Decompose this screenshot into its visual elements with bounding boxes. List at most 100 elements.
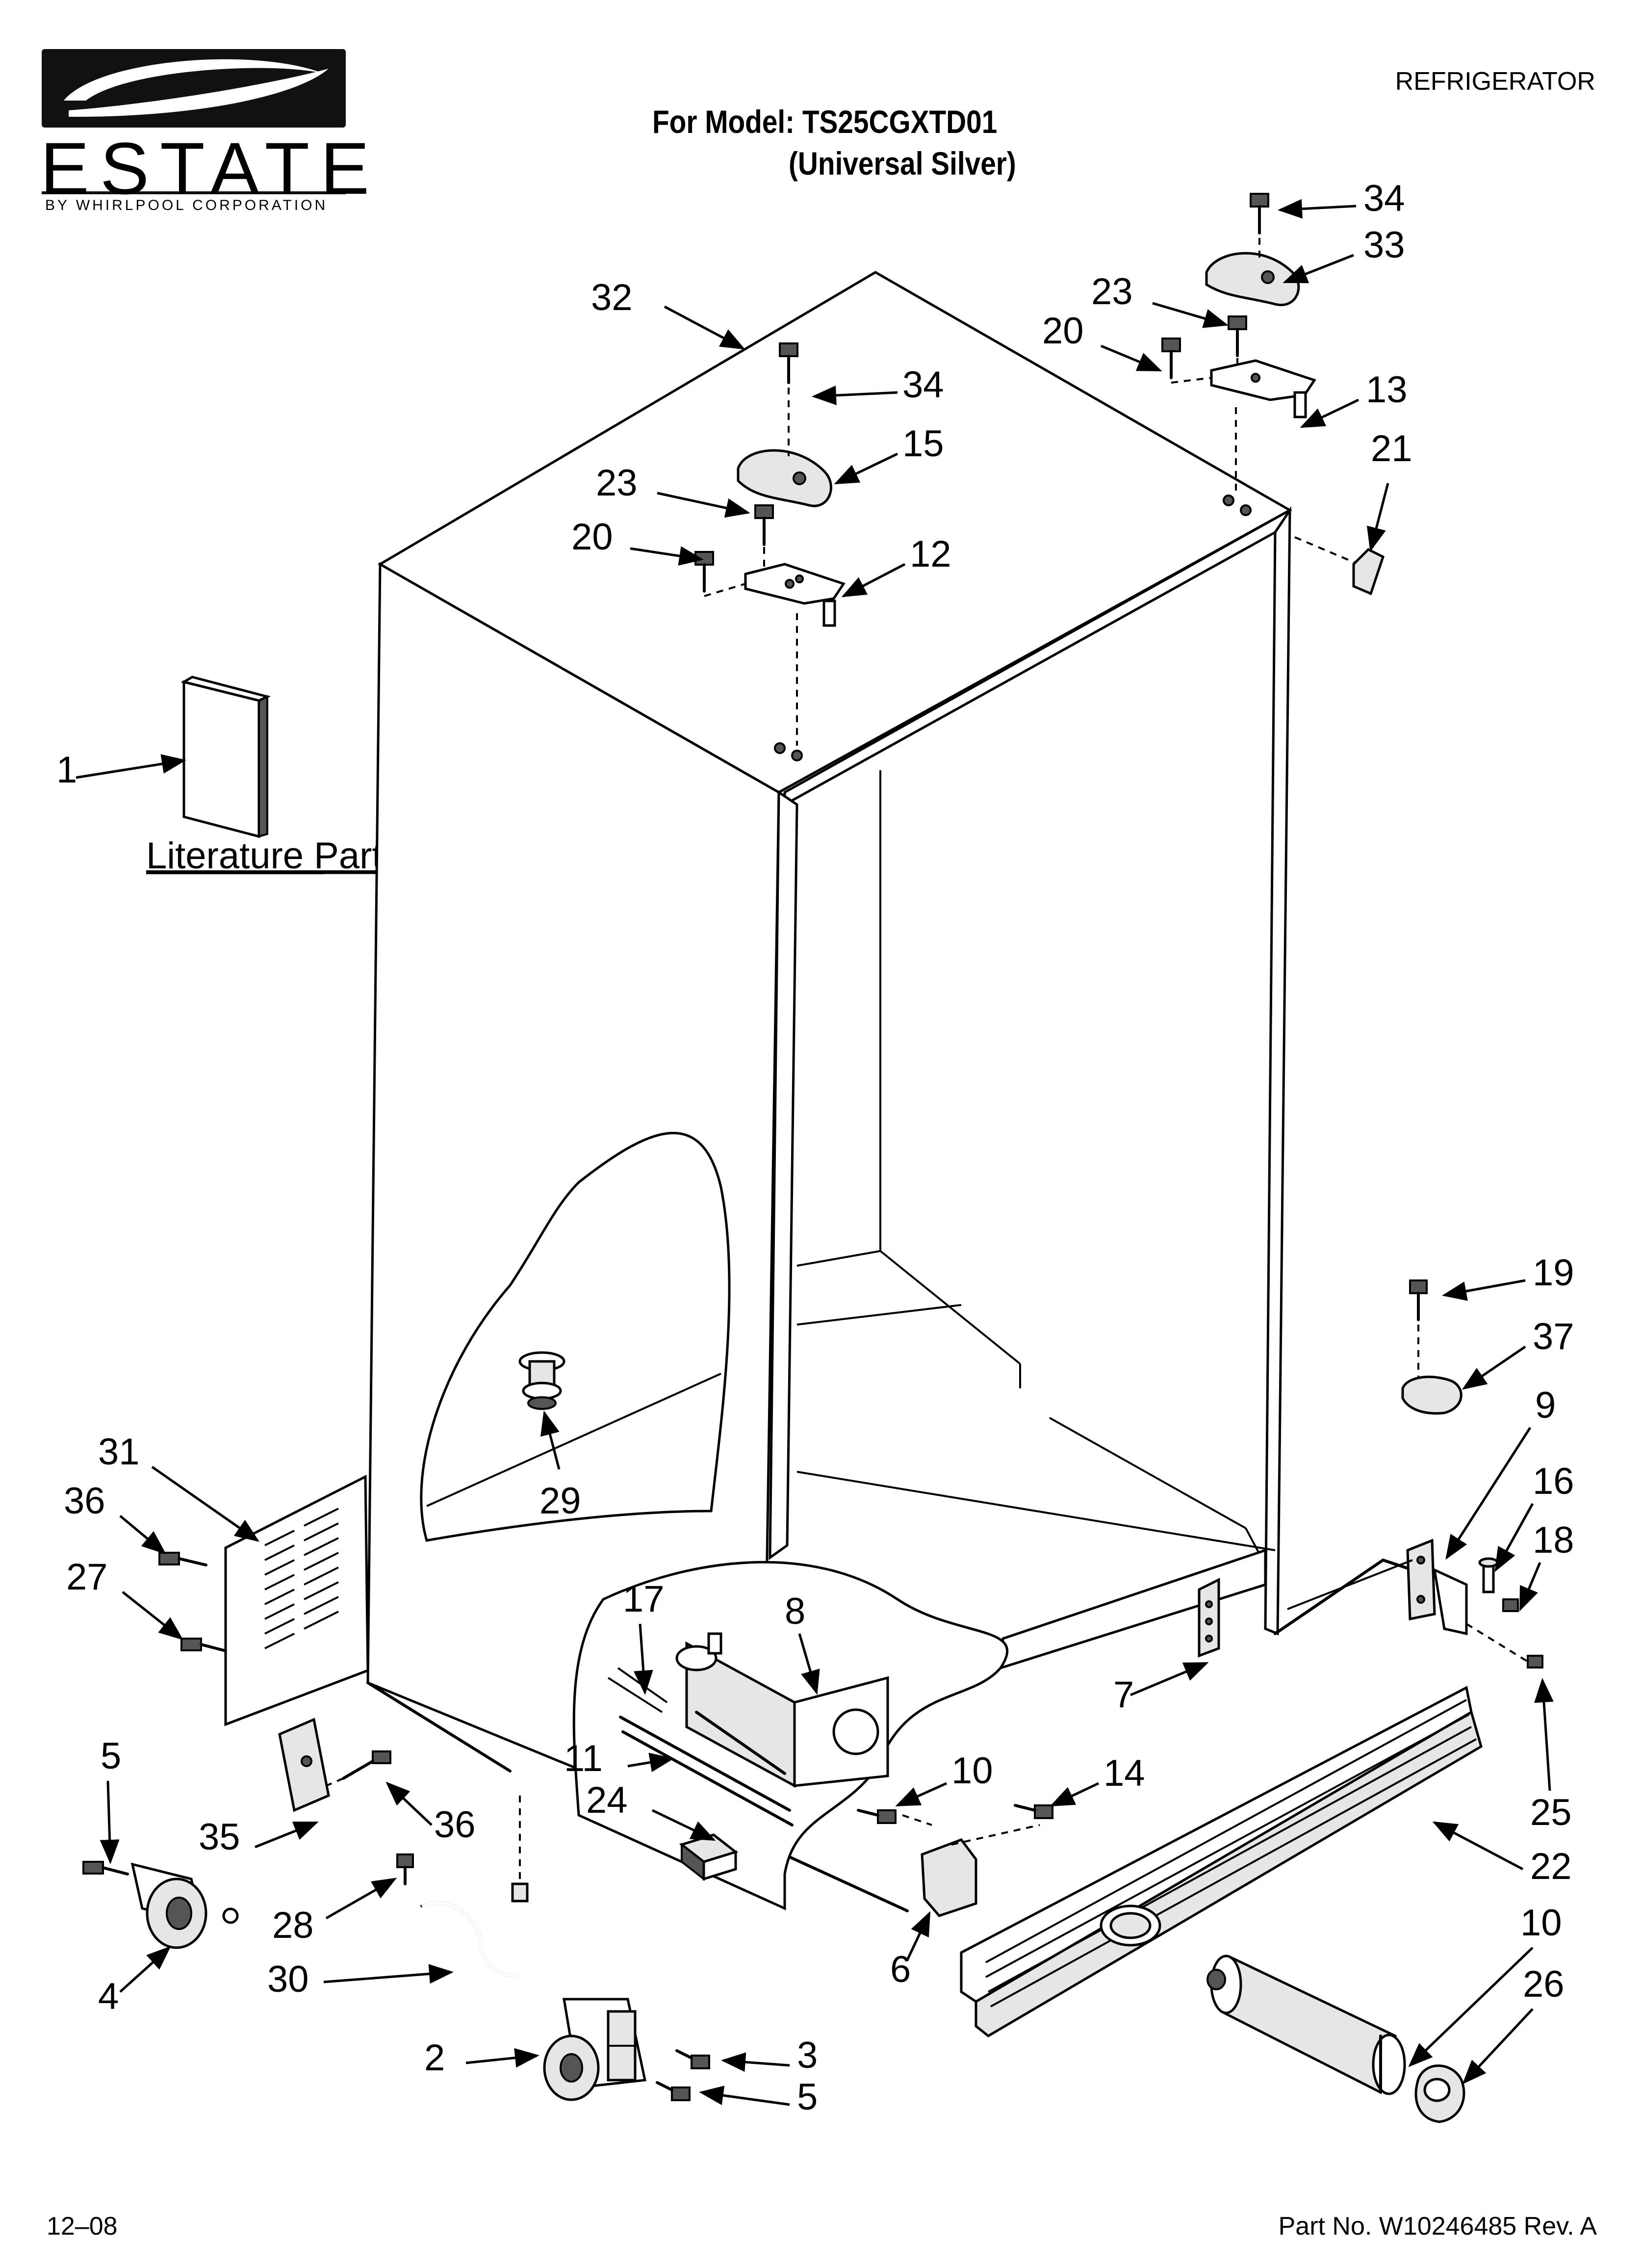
callout-number: 6	[890, 1949, 911, 1990]
callout-number: 17	[623, 1578, 665, 1620]
callout-number: 12	[910, 533, 951, 575]
callout-number: 26	[1523, 1963, 1565, 2005]
callout-leader-arrow	[630, 546, 704, 566]
callout-leader-arrow	[895, 1782, 948, 1807]
literature-book-part	[180, 676, 271, 838]
callout-leader-arrow	[323, 1964, 454, 1984]
callout-number: 29	[539, 1480, 581, 1522]
callout-leader-arrow	[834, 452, 898, 485]
bottom-hinge-right-parts	[1287, 1279, 1543, 1668]
front-roller-bottom-part	[543, 1998, 710, 2101]
callout-number: 8	[785, 1590, 805, 1632]
callout-leader-arrow	[1130, 1662, 1209, 1696]
water-tube-part	[396, 1796, 529, 1977]
callout-number: 10	[1520, 1902, 1562, 1944]
callout-c8: 8	[785, 1590, 820, 1695]
callout-leader-arrow	[100, 1780, 120, 1864]
filter-housing-part	[607, 1632, 889, 1788]
callout-c20b: 20	[571, 516, 704, 566]
callout-c16: 16	[1494, 1460, 1574, 1572]
callout-number: 13	[1366, 369, 1408, 411]
callout-leader-arrow	[122, 1591, 183, 1641]
callout-leader-arrow	[1534, 1678, 1554, 1791]
callout-leader-arrow	[325, 1877, 397, 1920]
callout-c31: 31	[98, 1431, 260, 1542]
callout-c24: 24	[586, 1779, 716, 1841]
callout-c13: 13	[1300, 369, 1408, 428]
callout-c12: 12	[841, 533, 951, 598]
callout-c28: 28	[272, 1877, 397, 1946]
callout-c9: 9	[1445, 1384, 1556, 1560]
callout-leader-arrow	[1050, 1782, 1100, 1807]
callout-c27: 27	[66, 1556, 183, 1641]
document-part-number: Part No. W10246485 Rev. A	[1278, 2212, 1597, 2241]
callout-leader-arrow	[119, 1515, 166, 1555]
callout-leader-arrow	[699, 2086, 790, 2106]
callout-number: 36	[434, 1804, 476, 1846]
rear-access-panel-part	[158, 1474, 369, 1726]
callout-number: 21	[1371, 428, 1412, 469]
callout-c22: 22	[1432, 1821, 1572, 1887]
callout-leader-arrow	[1366, 483, 1389, 552]
callout-c7: 7	[1113, 1662, 1209, 1716]
brand-name: ESTATE	[40, 127, 381, 209]
callout-c35: 35	[199, 1816, 319, 1858]
callout-number: 22	[1530, 1846, 1572, 1887]
filter-cap-part	[1414, 2064, 1465, 2123]
appliance-category: REFRIGERATOR	[1395, 67, 1595, 96]
callout-leader-arrow	[465, 2048, 539, 2068]
mullion-bracket-part	[1198, 1577, 1220, 1658]
callout-leader-arrow	[906, 1911, 931, 1961]
callout-c34a: 34	[1278, 178, 1405, 219]
callout-number: 30	[267, 1958, 309, 2000]
callout-number: 23	[1091, 271, 1133, 313]
callout-number: 1	[56, 749, 77, 791]
callout-leader-arrow	[1408, 1947, 1534, 2067]
callout-c34b: 34	[812, 364, 944, 406]
callout-c18: 18	[1519, 1519, 1574, 1612]
callout-leader-arrow	[1494, 1503, 1534, 1572]
callout-leader-arrow	[651, 1809, 716, 1841]
callout-number: 34	[902, 364, 944, 406]
callout-leader-arrow	[1442, 1279, 1526, 1301]
callout-c4: 4	[98, 1946, 171, 2017]
callout-c15: 15	[834, 423, 944, 485]
callout-c2: 2	[424, 2037, 539, 2079]
callout-c17: 17	[623, 1578, 665, 1695]
callout-leader-arrow	[255, 1821, 319, 1849]
callout-leader-arrow	[76, 754, 186, 779]
front-roller-left-part	[82, 1718, 391, 1949]
callout-number: 18	[1533, 1519, 1574, 1561]
drain-plug-part	[518, 1351, 565, 1410]
cutaway-left	[420, 1132, 731, 1542]
callout-leader-arrow	[627, 1752, 674, 1773]
callout-leader-arrow	[1278, 199, 1357, 219]
callout-number: 10	[951, 1750, 993, 1792]
callout-c3: 3	[721, 2034, 818, 2076]
callout-leader-arrow	[151, 1465, 260, 1542]
callout-number: 35	[199, 1816, 240, 1858]
hinge-cover-21-part	[1352, 547, 1385, 596]
callout-c14: 14	[1050, 1752, 1145, 1807]
callout-leader-arrow	[1283, 254, 1354, 284]
callout-c26: 26	[1462, 1963, 1565, 2085]
callout-c5b: 5	[699, 2076, 818, 2118]
literature-parts-caption: Literature Parts	[146, 835, 401, 877]
callout-number: 5	[101, 1735, 121, 1777]
callout-leader-arrow	[385, 1781, 433, 1826]
callout-number: 20	[571, 516, 613, 558]
callout-number: 24	[586, 1779, 628, 1821]
model-variant: (Universal Silver)	[789, 145, 1016, 182]
callout-number: 16	[1533, 1460, 1574, 1502]
callout-c23b: 23	[596, 462, 750, 518]
filter-fasteners-parts	[857, 1804, 1053, 1917]
callout-leader-arrow	[1462, 2008, 1534, 2085]
callout-c19: 19	[1442, 1252, 1574, 1301]
callout-leader-arrow	[1101, 344, 1162, 372]
callout-c5a: 5	[100, 1735, 121, 1864]
callout-c30: 30	[267, 1958, 454, 2000]
callout-c25: 25	[1530, 1678, 1572, 1833]
base-grille-part	[960, 1686, 1483, 2038]
